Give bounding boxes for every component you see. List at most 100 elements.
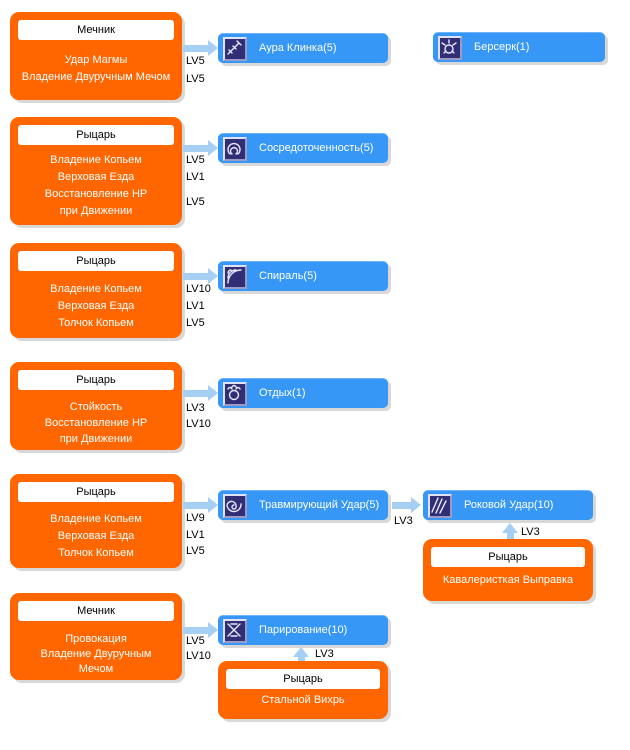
prereq-panel: Мечник [10,593,182,680]
arrow-head-icon [208,385,218,401]
requirement-level: LV5 [186,635,205,647]
requirement-name: Владение Копьем [50,154,142,166]
blade-aura-icon [223,37,247,61]
arrow-shaft [183,273,208,280]
prereq-panel: Рыцарь [10,243,182,338]
requirement-level: LV5 [186,73,205,85]
requirement-level: LV5 [186,154,205,166]
class-badge: Рыцарь [18,251,174,271]
arrow-shaft [183,390,208,397]
berserk-icon [438,36,462,60]
class-badge: Мечник [18,601,174,621]
requirement-level: LV10 [186,650,211,662]
skill-node[interactable]: Отдых(1) [218,378,388,408]
arrow-shaft [183,627,208,634]
requirement-name: Провокация [65,633,127,645]
skill-node[interactable]: Сосредоточенность(5) [218,133,388,163]
requirement-level: LV3 [186,402,205,414]
traumatic-strike-icon [223,494,247,518]
arrow-shaft [298,657,305,661]
prereq-panel: Рыцарь [10,362,182,450]
concentration-icon [223,137,247,161]
requirement-name: Стойкость [69,401,123,413]
prereq-panel: Мечник [10,12,182,100]
arrow-shaft [183,45,208,52]
arrow-head-icon [208,497,218,513]
skill-node[interactable]: Травмирующий Удар(5) [218,490,388,520]
skill-label: Травмирующий Удар(5) [259,499,380,511]
requirement-list: Стальной Вихрь [226,692,380,709]
requirement-name: Толчок Копьем [58,317,134,329]
arrow-shaft [392,502,411,509]
requirement-level: LV1 [186,529,205,541]
skill-node[interactable]: Парирование(10) [218,615,388,645]
skill-label: Берсерк(1) [474,41,530,53]
requirement-list: Владение Копьем Верховая Езда Толчок Коп… [18,511,174,562]
class-badge: Рыцарь [431,547,585,567]
requirement-level: LV10 [186,283,211,295]
fatal-strike-icon [428,494,452,518]
arrow-shaft [507,533,514,539]
requirement-name: Верховая Езда [57,530,135,542]
skill-label: Сосредоточенность(5) [259,142,374,154]
parry-icon [223,619,247,643]
arrow-head-icon [208,268,218,284]
requirement-list: Удар Магмы Владение Двуручным Мечом [18,52,174,86]
rest-icon [223,382,247,406]
requirement-level: LV5 [186,317,205,329]
spiral-icon [223,265,247,289]
requirement-level: LV5 [186,55,205,67]
prereq-panel: Рыцарь [423,539,593,601]
arrow-level: LV3 [315,648,334,660]
requirement-name: Стальной Вихрь [261,694,345,706]
requirement-list: Стойкость Восстановление HP при Движении [18,399,174,447]
prereq-panel: Рыцарь [10,474,182,568]
requirement-level: LV5 [186,545,205,557]
requirement-name: Владение Двуручным Мечом [21,71,171,83]
requirement-level: LV9 [186,512,205,524]
arrow-head-icon [502,523,518,533]
arrow-shaft [183,145,208,152]
skill-node[interactable]: Роковой Удар(10) [423,490,593,520]
requirement-name: Толчок Копьем [58,547,134,559]
arrow-head-icon [293,647,309,657]
requirement-name: Восстановление HP при Движении [44,417,148,445]
requirement-list: Кавалеристкая Выправка [431,572,585,589]
skill-label: Роковой Удар(10) [464,499,554,511]
class-badge: Рыцарь [226,669,380,689]
requirement-name: Удар Магмы [64,54,128,66]
requirement-name: Верховая Езда [57,171,135,183]
skill-label: Спираль(5) [259,270,317,282]
arrow-head-icon [208,622,218,638]
requirement-level: LV1 [186,300,205,312]
requirement-name: Верховая Езда [57,300,135,312]
requirement-list: Владение Копьем Верховая Езда Толчок Коп… [18,281,174,332]
arrow-head-icon [208,140,218,156]
skill-node[interactable]: Берсерк(1) [433,32,605,62]
class-badge: Мечник [18,20,174,40]
skill-node[interactable]: Спираль(5) [218,261,388,291]
skill-label: Отдых(1) [259,387,306,399]
skill-label: Парирование(10) [259,624,348,636]
requirement-list: Провокация Владение Двуручным Мечом [18,632,174,677]
arrow-level: LV3 [394,515,413,527]
arrow-shaft [183,502,208,509]
class-badge: Рыцарь [18,370,174,390]
arrow-level: LV3 [521,526,540,538]
requirement-level: LV5 [186,196,205,208]
requirement-level: LV10 [186,418,211,430]
requirement-name: Владение Копьем [50,513,142,525]
skill-label: Аура Клинка(5) [259,42,337,54]
class-badge: Рыцарь [18,482,174,502]
requirement-name: Владение Двуручным Мечом [40,648,152,675]
prereq-panel: Рыцарь [218,661,388,719]
prereq-panel: Рыцарь [10,117,182,225]
requirement-name: Кавалеристкая Выправка [442,574,574,586]
requirement-name: Восстановление HP при Движении [44,188,148,217]
requirement-name: Владение Копьем [50,283,142,295]
class-badge: Рыцарь [18,125,174,145]
skill-node[interactable]: Аура Клинка(5) [218,33,388,63]
arrow-head-icon [208,40,218,56]
requirement-list: Владение Копьем Верховая Езда Восстановл… [18,152,174,220]
